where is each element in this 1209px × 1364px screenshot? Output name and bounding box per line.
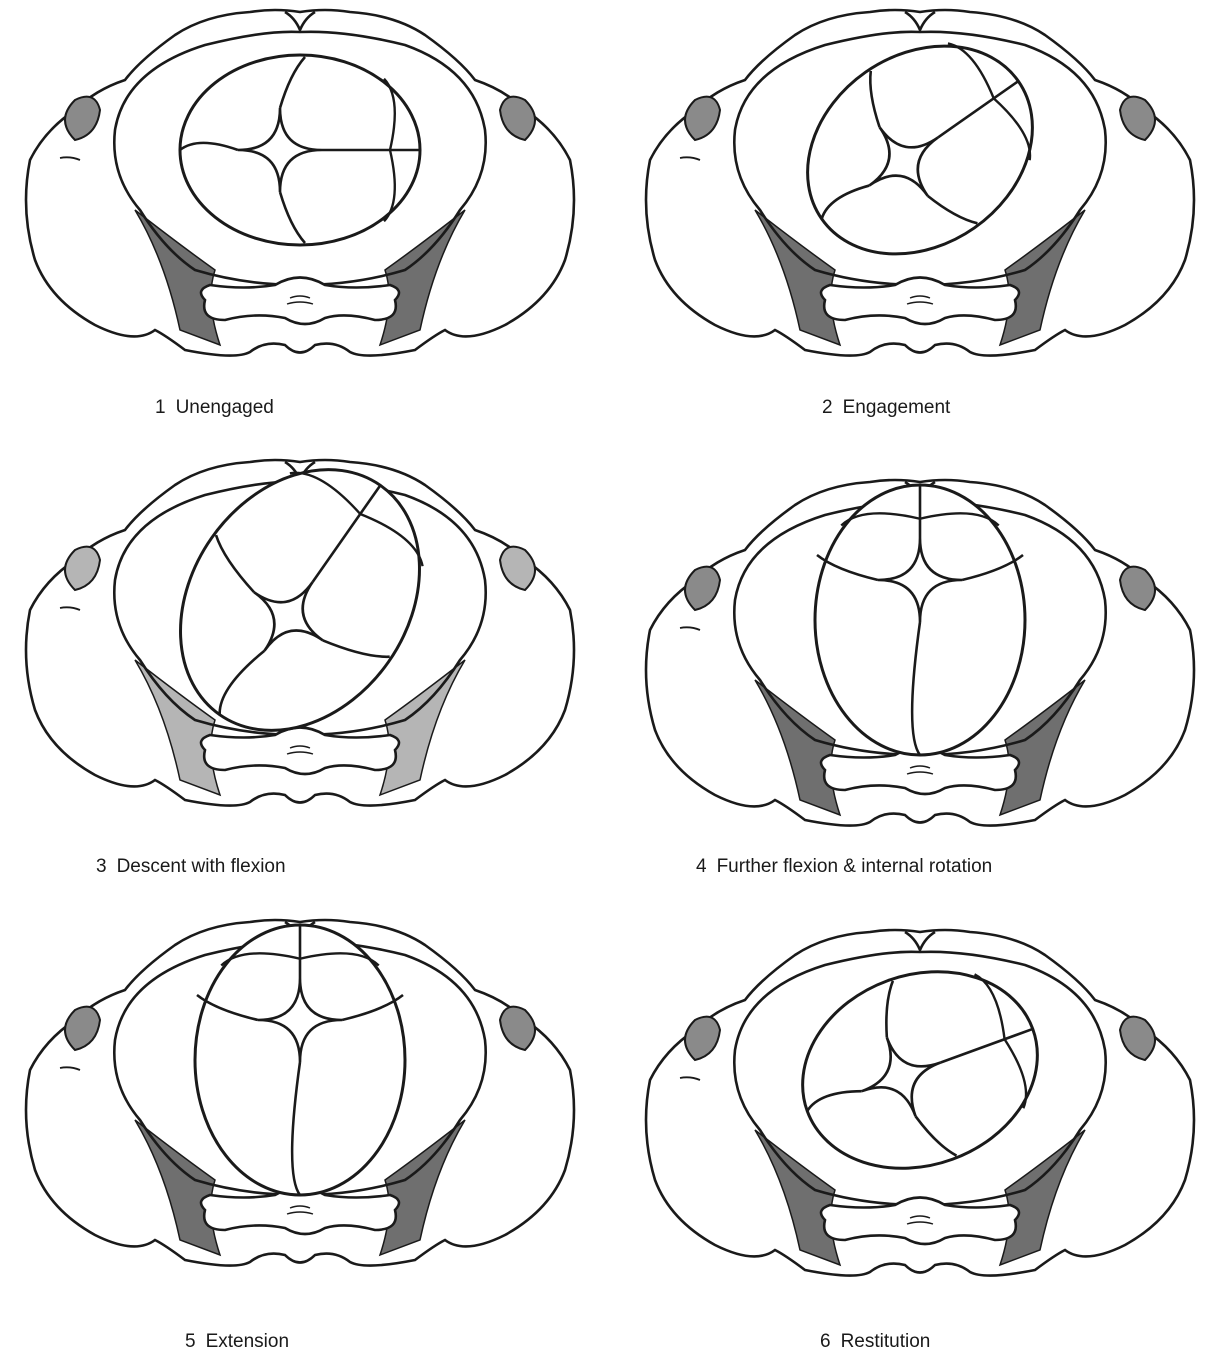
caption-label: Extension (206, 1331, 289, 1352)
left-ischial-spine (65, 1007, 100, 1050)
fetal-head (775, 940, 1066, 1201)
left-spine-mark (60, 607, 80, 610)
caption-2: 2 Engagement (822, 397, 950, 419)
caption-label: Unengaged (176, 397, 274, 418)
right-ligament-shade (380, 1120, 465, 1255)
caption-label: Further flexion & internal rotation (717, 856, 993, 877)
pelvis-drawing-6 (625, 920, 1209, 1310)
caption-label: Restitution (841, 1331, 931, 1352)
left-ischial-spine (65, 97, 100, 140)
right-ischial-spine (500, 1007, 535, 1050)
left-ischial-spine (685, 1017, 720, 1060)
left-ligament-shade (135, 1120, 220, 1255)
right-ischial-spine (500, 97, 535, 140)
caption-number: 5 (185, 1331, 196, 1353)
left-ligament-shade (755, 1130, 840, 1265)
pubic-symphysis (905, 932, 935, 950)
pelvis-drawing-5 (5, 910, 595, 1300)
pelvis-panel-1 (5, 0, 595, 390)
caption-number: 3 (96, 856, 107, 878)
left-spine-mark (680, 627, 700, 630)
pelvis-panel-2 (625, 0, 1209, 390)
right-ligament-shade (1000, 1130, 1085, 1265)
left-spine-mark (680, 1077, 700, 1080)
left-ischial-spine (685, 567, 720, 610)
right-ischial-spine (1120, 97, 1155, 140)
left-ligament-shade (755, 210, 840, 345)
pelvis-drawing-1 (5, 0, 595, 390)
caption-number: 1 (155, 397, 166, 419)
sacrum (201, 278, 399, 325)
fetal-head (195, 925, 405, 1195)
pelvis-drawing-3 (5, 450, 595, 840)
caption-number: 4 (696, 856, 707, 878)
left-ischial-spine (65, 547, 100, 590)
caption-1: 1 Unengaged (155, 397, 274, 419)
sacrum (821, 278, 1019, 325)
right-ischial-spine (1120, 1017, 1155, 1060)
caption-4: 4 Further flexion & internal rotation (696, 856, 992, 878)
sacrum (201, 728, 399, 775)
caption-6: 6 Restitution (820, 1331, 930, 1353)
left-ischial-spine (685, 97, 720, 140)
pelvis-panel-3 (5, 450, 595, 840)
right-ligament-shade (380, 660, 465, 795)
caption-number: 6 (820, 1331, 831, 1353)
pubic-symphysis (905, 12, 935, 30)
pelvis-panel-6 (625, 920, 1209, 1310)
sacrum (821, 1198, 1019, 1245)
pelvis-panel-5 (5, 910, 595, 1300)
left-spine-mark (680, 157, 700, 160)
caption-label: Descent with flexion (117, 856, 286, 877)
right-ischial-spine (500, 547, 535, 590)
fetal-head (815, 485, 1025, 755)
right-ligament-shade (1000, 210, 1085, 345)
caption-3: 3 Descent with flexion (96, 856, 286, 878)
right-ischial-spine (1120, 567, 1155, 610)
fetal-head (767, 3, 1073, 296)
caption-label: Engagement (843, 397, 951, 418)
left-ligament-shade (135, 210, 220, 345)
head-outline (767, 3, 1073, 296)
pelvis-drawing-2 (625, 0, 1209, 390)
caption-5: 5 Extension (185, 1331, 289, 1353)
caption-number: 2 (822, 397, 833, 419)
left-spine-mark (60, 1067, 80, 1070)
right-ligament-shade (380, 210, 465, 345)
left-ligament-shade (755, 680, 840, 815)
pelvis-panel-4 (625, 470, 1209, 860)
fetal-head (180, 55, 420, 245)
pubic-symphysis (285, 12, 315, 30)
left-spine-mark (60, 157, 80, 160)
pelvis-drawing-4 (625, 470, 1209, 860)
right-ligament-shade (1000, 680, 1085, 815)
